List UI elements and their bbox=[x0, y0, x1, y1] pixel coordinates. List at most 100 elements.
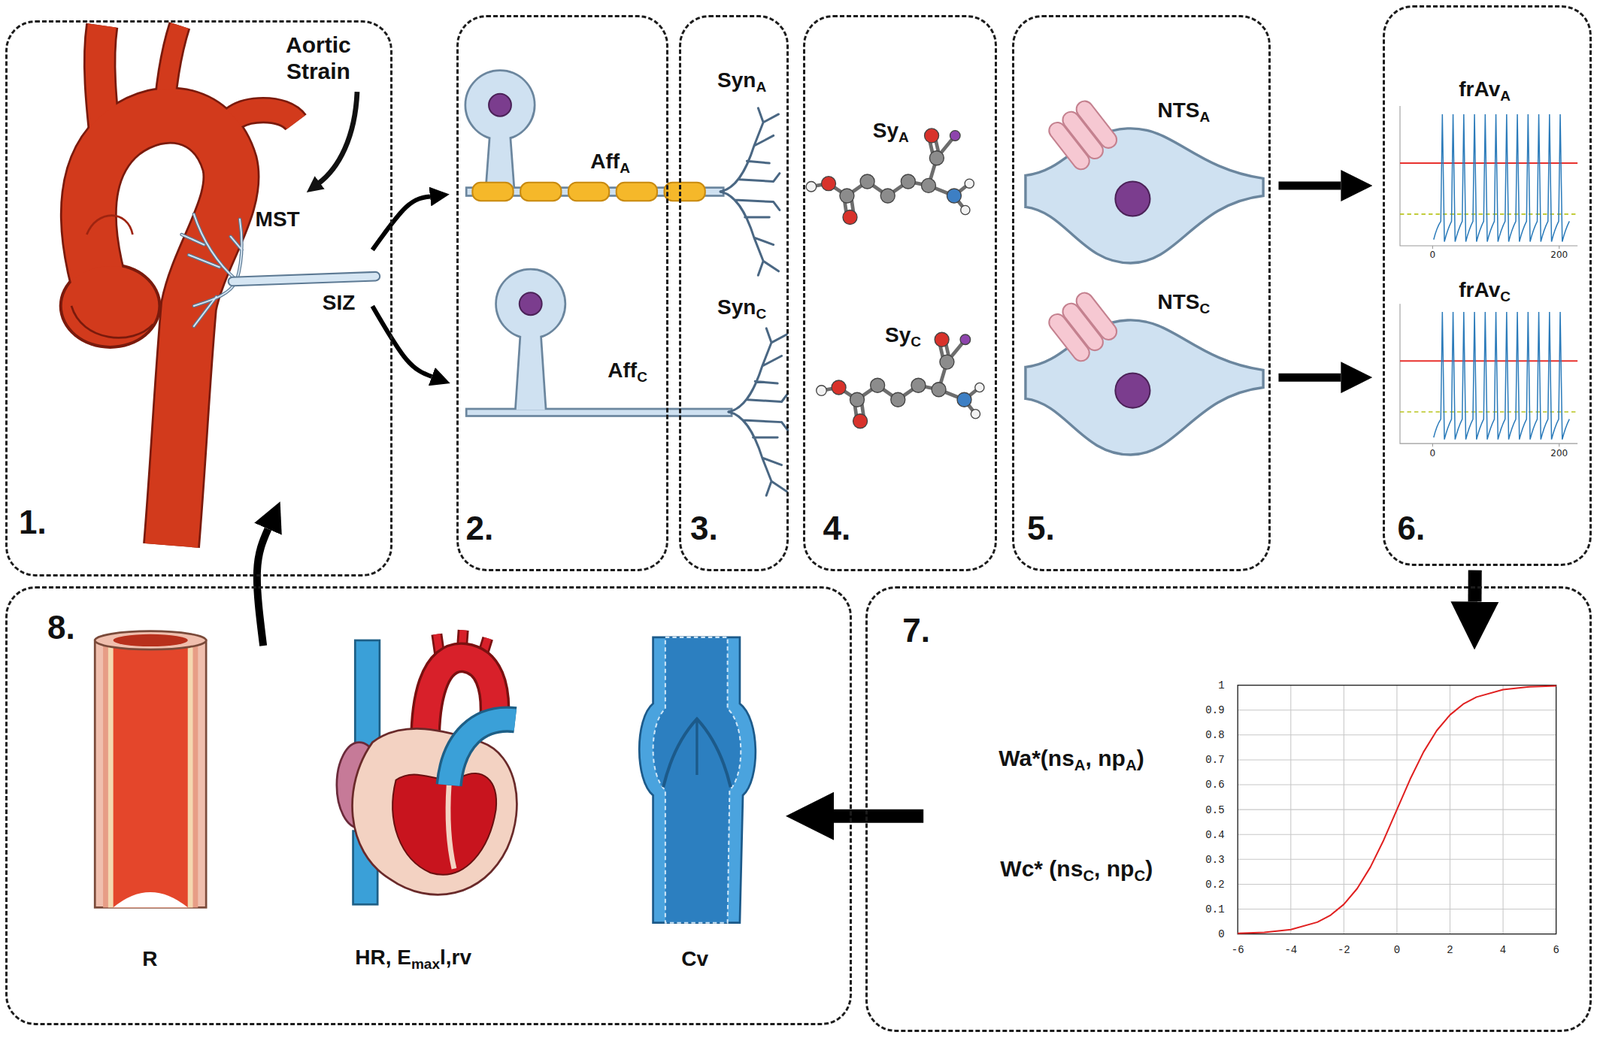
resistance-artery bbox=[108, 640, 194, 908]
vein bbox=[639, 637, 756, 924]
part-label: AffA bbox=[590, 150, 631, 177]
afferent-neurons bbox=[520, 182, 561, 201]
axis-tick: 0.9 bbox=[1205, 705, 1225, 716]
vein bbox=[695, 718, 698, 776]
subscript: A bbox=[755, 78, 767, 94]
nerve-endings bbox=[232, 276, 376, 282]
callout-label: Aortic Strain bbox=[269, 32, 367, 85]
panel-number: 2. bbox=[465, 509, 494, 549]
afferent-neurons bbox=[568, 182, 610, 201]
axis-tick: 200 bbox=[1550, 250, 1568, 260]
panel-box: Wa*(nsA, npA)Wc* (nsC, npC)7. bbox=[865, 586, 1592, 1033]
nerve-endings bbox=[181, 214, 243, 327]
vein bbox=[663, 718, 731, 788]
part-label: R bbox=[142, 947, 158, 972]
panel-number: 3. bbox=[690, 509, 719, 549]
axis-tick: -4 bbox=[1284, 945, 1297, 956]
part-label: SynC bbox=[717, 296, 767, 323]
axis-tick: 4 bbox=[1500, 945, 1507, 956]
part-label: SynA bbox=[717, 68, 767, 95]
afferent-neurons bbox=[664, 182, 706, 201]
subscript: A bbox=[1199, 109, 1210, 125]
axis-tick: 0 bbox=[1430, 250, 1437, 260]
part-label: HR, Emaxl,rv bbox=[354, 945, 472, 973]
flow-arrow bbox=[1278, 181, 1341, 190]
flow-arrow bbox=[833, 809, 924, 824]
subscript: max bbox=[411, 955, 440, 972]
vein bbox=[639, 637, 756, 924]
synaptic-terminals bbox=[728, 328, 788, 496]
part-label: Cv bbox=[681, 947, 709, 972]
panel-number: 5. bbox=[1027, 509, 1055, 549]
part-label: frAvC bbox=[1458, 278, 1511, 306]
resistance-artery bbox=[113, 634, 188, 647]
part-label: SyA bbox=[872, 119, 910, 146]
subscript: C bbox=[1199, 300, 1210, 317]
axis-tick: 0.6 bbox=[1205, 779, 1225, 791]
heart bbox=[352, 728, 518, 895]
afferent-neurons bbox=[466, 71, 731, 416]
heart bbox=[354, 640, 380, 753]
sigmoid-chart bbox=[1237, 685, 1556, 934]
resistance-artery bbox=[113, 640, 188, 908]
part-label: SyC bbox=[884, 323, 922, 350]
glutamate bbox=[806, 128, 974, 225]
glutamate bbox=[806, 128, 985, 429]
axis-tick: 0 bbox=[1393, 945, 1400, 956]
subscript: A bbox=[1074, 757, 1086, 774]
firing-plots bbox=[1400, 106, 1578, 249]
nerve-endings bbox=[181, 214, 243, 327]
part-label: NTSC bbox=[1157, 290, 1210, 318]
axis-tick: 0.8 bbox=[1205, 730, 1225, 741]
glutamate bbox=[816, 332, 985, 429]
axis-tick: 6 bbox=[1552, 945, 1559, 956]
axis-tick: 0.7 bbox=[1205, 754, 1225, 766]
subscript: A bbox=[1500, 87, 1511, 104]
heart bbox=[336, 630, 518, 905]
formula-label: Wc* (nsC, npC) bbox=[1000, 856, 1153, 885]
panel-box: Aortic StrainMSTSIZ1. bbox=[5, 20, 394, 577]
firing-plots bbox=[1400, 106, 1578, 447]
strain-arrow bbox=[318, 91, 358, 184]
subscript: C bbox=[1082, 866, 1094, 884]
subscript: C bbox=[1500, 288, 1511, 305]
afferent-neurons bbox=[472, 182, 705, 201]
heart bbox=[448, 785, 455, 870]
subscript: C bbox=[1133, 866, 1146, 884]
sigmoid-chart bbox=[1237, 685, 1556, 935]
panel-box: SynA SynC 3. bbox=[678, 15, 790, 572]
afferent-neurons bbox=[519, 292, 543, 316]
panel-box: NTSA NTSC 5. bbox=[1012, 15, 1270, 572]
sigmoid-chart bbox=[1237, 685, 1556, 935]
resistance-artery bbox=[94, 631, 207, 650]
part-label: frAvA bbox=[1458, 77, 1511, 104]
axis-tick: -2 bbox=[1337, 945, 1351, 956]
flow-arrow bbox=[1278, 373, 1341, 382]
resistance-artery bbox=[94, 631, 207, 909]
firing-plots bbox=[1400, 303, 1578, 447]
heart bbox=[392, 773, 497, 876]
afferent-neurons bbox=[616, 182, 658, 201]
nts-neurons bbox=[1025, 97, 1264, 455]
subscript: A bbox=[1125, 757, 1137, 774]
nts-neurons bbox=[1025, 289, 1264, 455]
axis-tick: 2 bbox=[1446, 945, 1453, 956]
axis-tick: 0.2 bbox=[1205, 879, 1225, 891]
axis-tick: 0 bbox=[1218, 929, 1225, 940]
afferent-neurons bbox=[472, 182, 513, 201]
panel-number: 7. bbox=[902, 611, 931, 650]
heart bbox=[448, 719, 516, 785]
part-label: NTSA bbox=[1157, 99, 1210, 126]
axis-tick: 0.3 bbox=[1205, 854, 1225, 866]
subscript: C bbox=[910, 333, 922, 350]
nerve-endings bbox=[181, 214, 376, 327]
axis-tick: 0.5 bbox=[1205, 805, 1225, 816]
flow-arrow bbox=[372, 306, 432, 377]
sigmoid-chart bbox=[1237, 685, 1556, 935]
panel-number: 8. bbox=[47, 608, 76, 647]
afferent-neurons bbox=[488, 93, 512, 117]
axis-tick: 0.1 bbox=[1205, 904, 1225, 916]
